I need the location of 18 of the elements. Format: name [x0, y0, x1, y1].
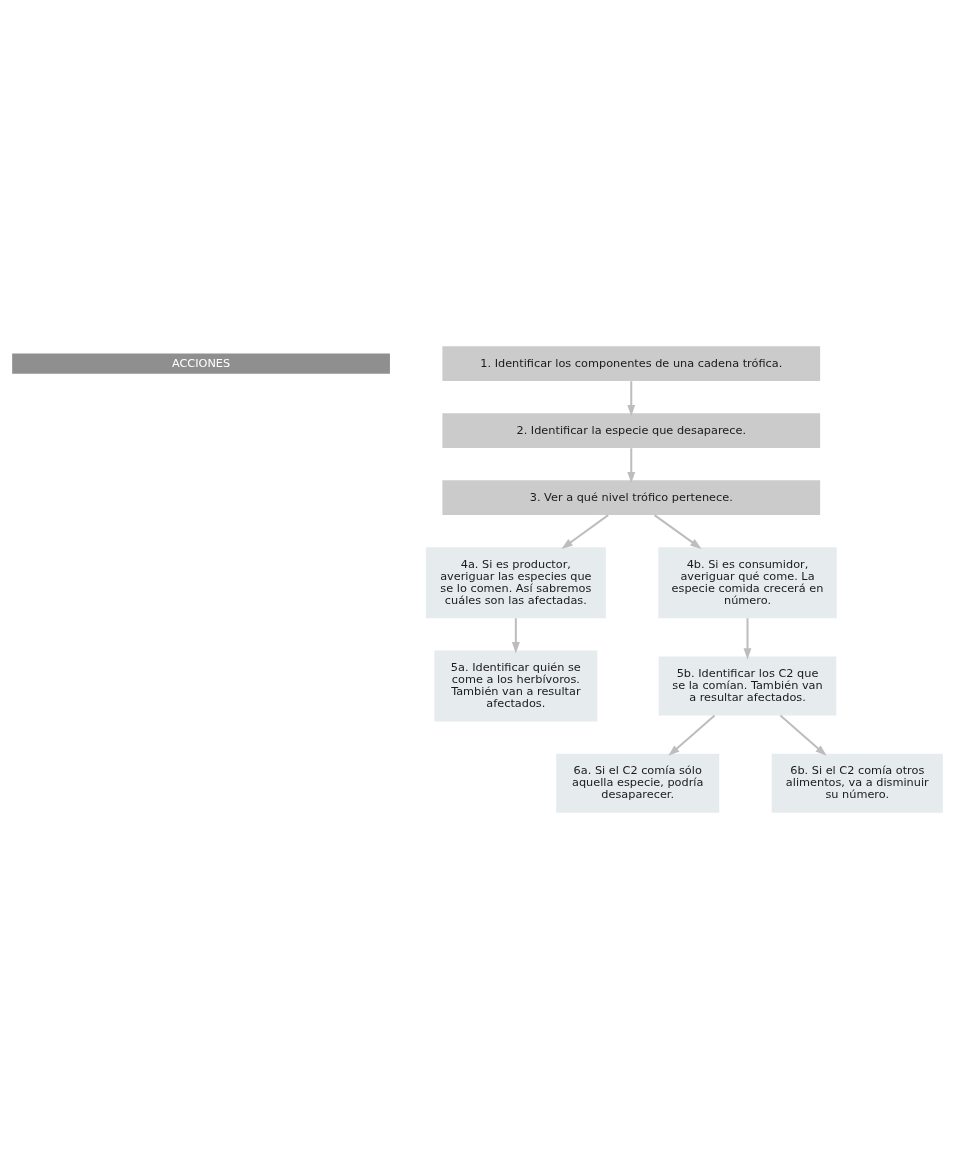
node-box: 3. Ver a qué nivel trófico pertenece. [442, 479, 821, 515]
arrow [561, 513, 609, 549]
node-box: 6a. Si el C2 comía sólo aquella especie, podría desaparecer. [556, 753, 720, 813]
node-box: 5a. Identificar quién se come a los herbívoros. También van a resultar afectados. [434, 650, 598, 722]
arrow [627, 447, 636, 483]
node-box: 6b. Si el C2 comía otros alimentos, va a disminuir su número. [771, 753, 943, 813]
node-box: 2. Identificar la especie que desaparece. [442, 412, 821, 448]
arrow [653, 513, 702, 549]
node-box: ACCIONES [12, 353, 390, 374]
arrow [779, 714, 827, 756]
node-box: 5b. Identificar los C2 que se la comían. También van a resultar afectados. [658, 656, 837, 715]
arrow [668, 714, 716, 756]
node-box: 4a. Si es productor, averiguar las especies que se lo comen. Así sabremos cuáles son las afectadas. [425, 546, 606, 618]
arrow [743, 617, 752, 659]
arrow [627, 380, 636, 416]
arrow [511, 617, 520, 653]
node-box: 1. Identificar los componentes de una cadena trófica. [442, 345, 821, 381]
node-box: 4b. Si es consumidor, averiguar qué come. La especie comida crecerá en número. [658, 546, 837, 618]
